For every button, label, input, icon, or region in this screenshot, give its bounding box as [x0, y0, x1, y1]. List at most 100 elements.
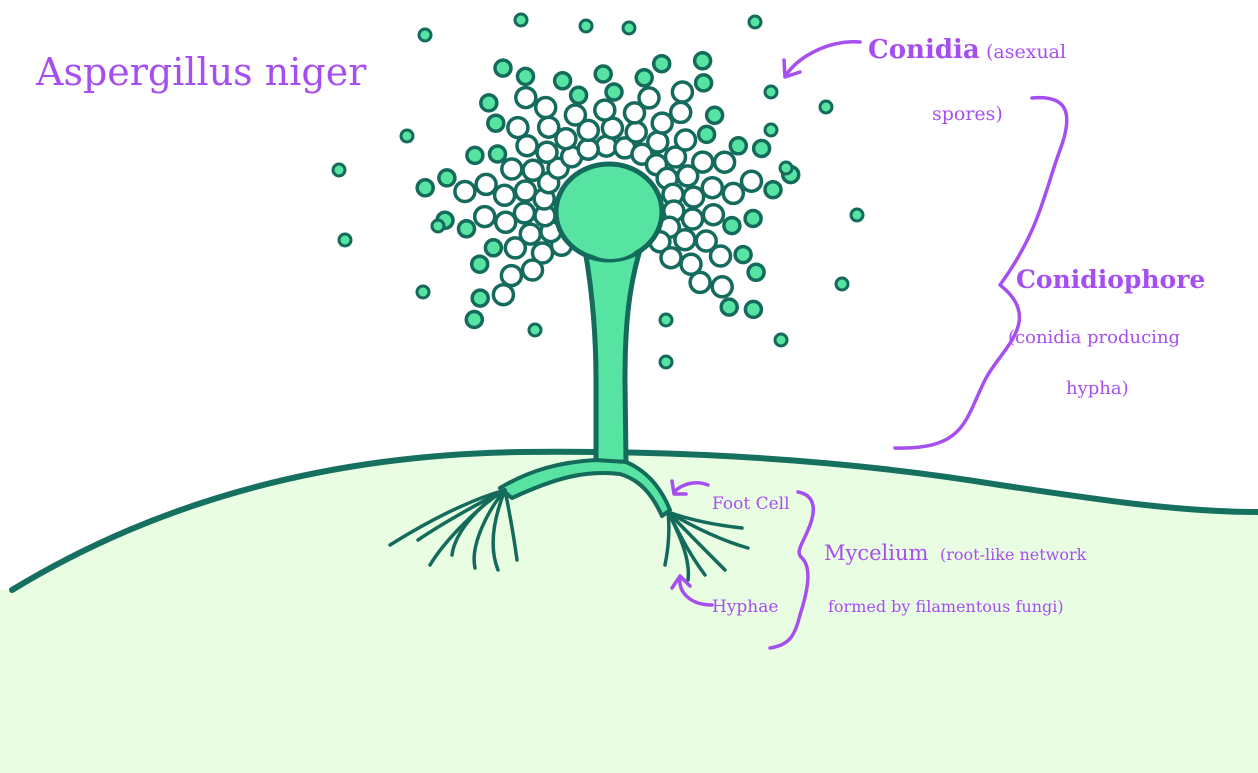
conidium [515, 181, 535, 201]
dispersed-conidium [339, 234, 351, 246]
conidium [654, 56, 670, 72]
conidium [523, 260, 543, 280]
conidium [472, 256, 488, 272]
conidium [707, 107, 723, 123]
conidium [715, 152, 735, 172]
conidium [578, 139, 598, 159]
conidium [565, 105, 585, 125]
vesicle [556, 164, 662, 260]
dispersed-conidium [623, 22, 635, 34]
conidium [490, 146, 506, 162]
conidium [501, 266, 521, 286]
conidium [745, 301, 761, 317]
conidia-term: Conidia [868, 35, 980, 65]
conidium [723, 183, 743, 203]
conidium [648, 132, 668, 152]
conidiophore-desc-line2: hypha) [1066, 378, 1129, 399]
conidium [502, 159, 522, 179]
dispersed-conidium [780, 162, 792, 174]
conidia-arrow [786, 42, 860, 75]
conidium [699, 126, 715, 142]
conidium [439, 170, 455, 186]
dispersed-conidium [765, 86, 777, 98]
dispersed-conidium [836, 278, 848, 290]
diagram-title: Aspergillus niger [35, 50, 367, 94]
conidiophore-stalk [585, 250, 640, 462]
conidium [742, 171, 762, 191]
conidium [455, 182, 475, 202]
conidium [518, 68, 534, 84]
conidium [571, 87, 587, 103]
conidium [459, 221, 475, 237]
conidium [696, 75, 712, 91]
dispersed-conidium [333, 164, 345, 176]
conidium [672, 82, 692, 102]
conidium [695, 53, 711, 69]
conidium [508, 118, 528, 138]
conidium [467, 147, 483, 163]
conidium [523, 160, 543, 180]
conidium [472, 290, 488, 306]
conidia-desc-line2: spores) [932, 103, 1003, 125]
conidium [683, 209, 703, 229]
conidium [493, 285, 513, 305]
conidium [466, 312, 482, 328]
conidium [671, 102, 691, 122]
conidium [495, 185, 515, 205]
conidium [595, 100, 615, 120]
mycelium-desc-line1: (root-like network [940, 545, 1087, 564]
conidium [690, 272, 710, 292]
conidiophore-term: Conidiophore [1016, 265, 1205, 294]
dispersed-conidium [515, 14, 527, 26]
conidium [711, 246, 731, 266]
dispersed-conidium [775, 334, 787, 346]
conidium [675, 230, 695, 250]
conidium [730, 138, 746, 154]
dispersed-conidium [432, 220, 444, 232]
conidium [481, 95, 497, 111]
conidium [505, 238, 525, 258]
mycelium-term: Mycelium [824, 541, 929, 565]
conidium [721, 299, 737, 315]
dispersed-conidium [749, 16, 761, 28]
foot-cell-label: Foot Cell [712, 494, 790, 514]
dispersed-conidium [401, 130, 413, 142]
dispersed-conidium [419, 29, 431, 41]
conidium [539, 117, 559, 137]
conidium [693, 152, 713, 172]
conidium [702, 178, 722, 198]
dispersed-conidium [660, 314, 672, 326]
conidium [684, 187, 704, 207]
dispersed-conidium [529, 324, 541, 336]
conidium [496, 212, 516, 232]
conidium [676, 130, 696, 150]
conidium [475, 207, 495, 227]
conidium [537, 142, 557, 162]
conidium [488, 115, 504, 131]
dispersed-conidium [417, 286, 429, 298]
conidium [639, 88, 659, 108]
conidium [652, 113, 672, 133]
conidiophore [556, 164, 662, 462]
conidium [724, 218, 740, 234]
conidium [495, 60, 511, 76]
conidia-desc-line1: (asexual [986, 41, 1066, 63]
conidium [636, 70, 652, 86]
conidium [536, 98, 556, 118]
mycelium-desc-line2: formed by filamentous fungi) [828, 597, 1064, 616]
conidium [417, 180, 433, 196]
ground [0, 452, 1258, 773]
conidium [712, 277, 732, 297]
dispersed-conidium [660, 356, 672, 368]
conidium [485, 240, 501, 256]
conidium [595, 66, 611, 82]
conidium [745, 211, 761, 227]
conidium [703, 205, 723, 225]
conidium [476, 174, 496, 194]
dispersed-conidium [765, 124, 777, 136]
dispersed-conidium [851, 209, 863, 221]
conidium [626, 122, 646, 142]
dispersed-conidium [820, 101, 832, 113]
conidiophore-desc-line1: (conidia producing [1008, 327, 1180, 348]
